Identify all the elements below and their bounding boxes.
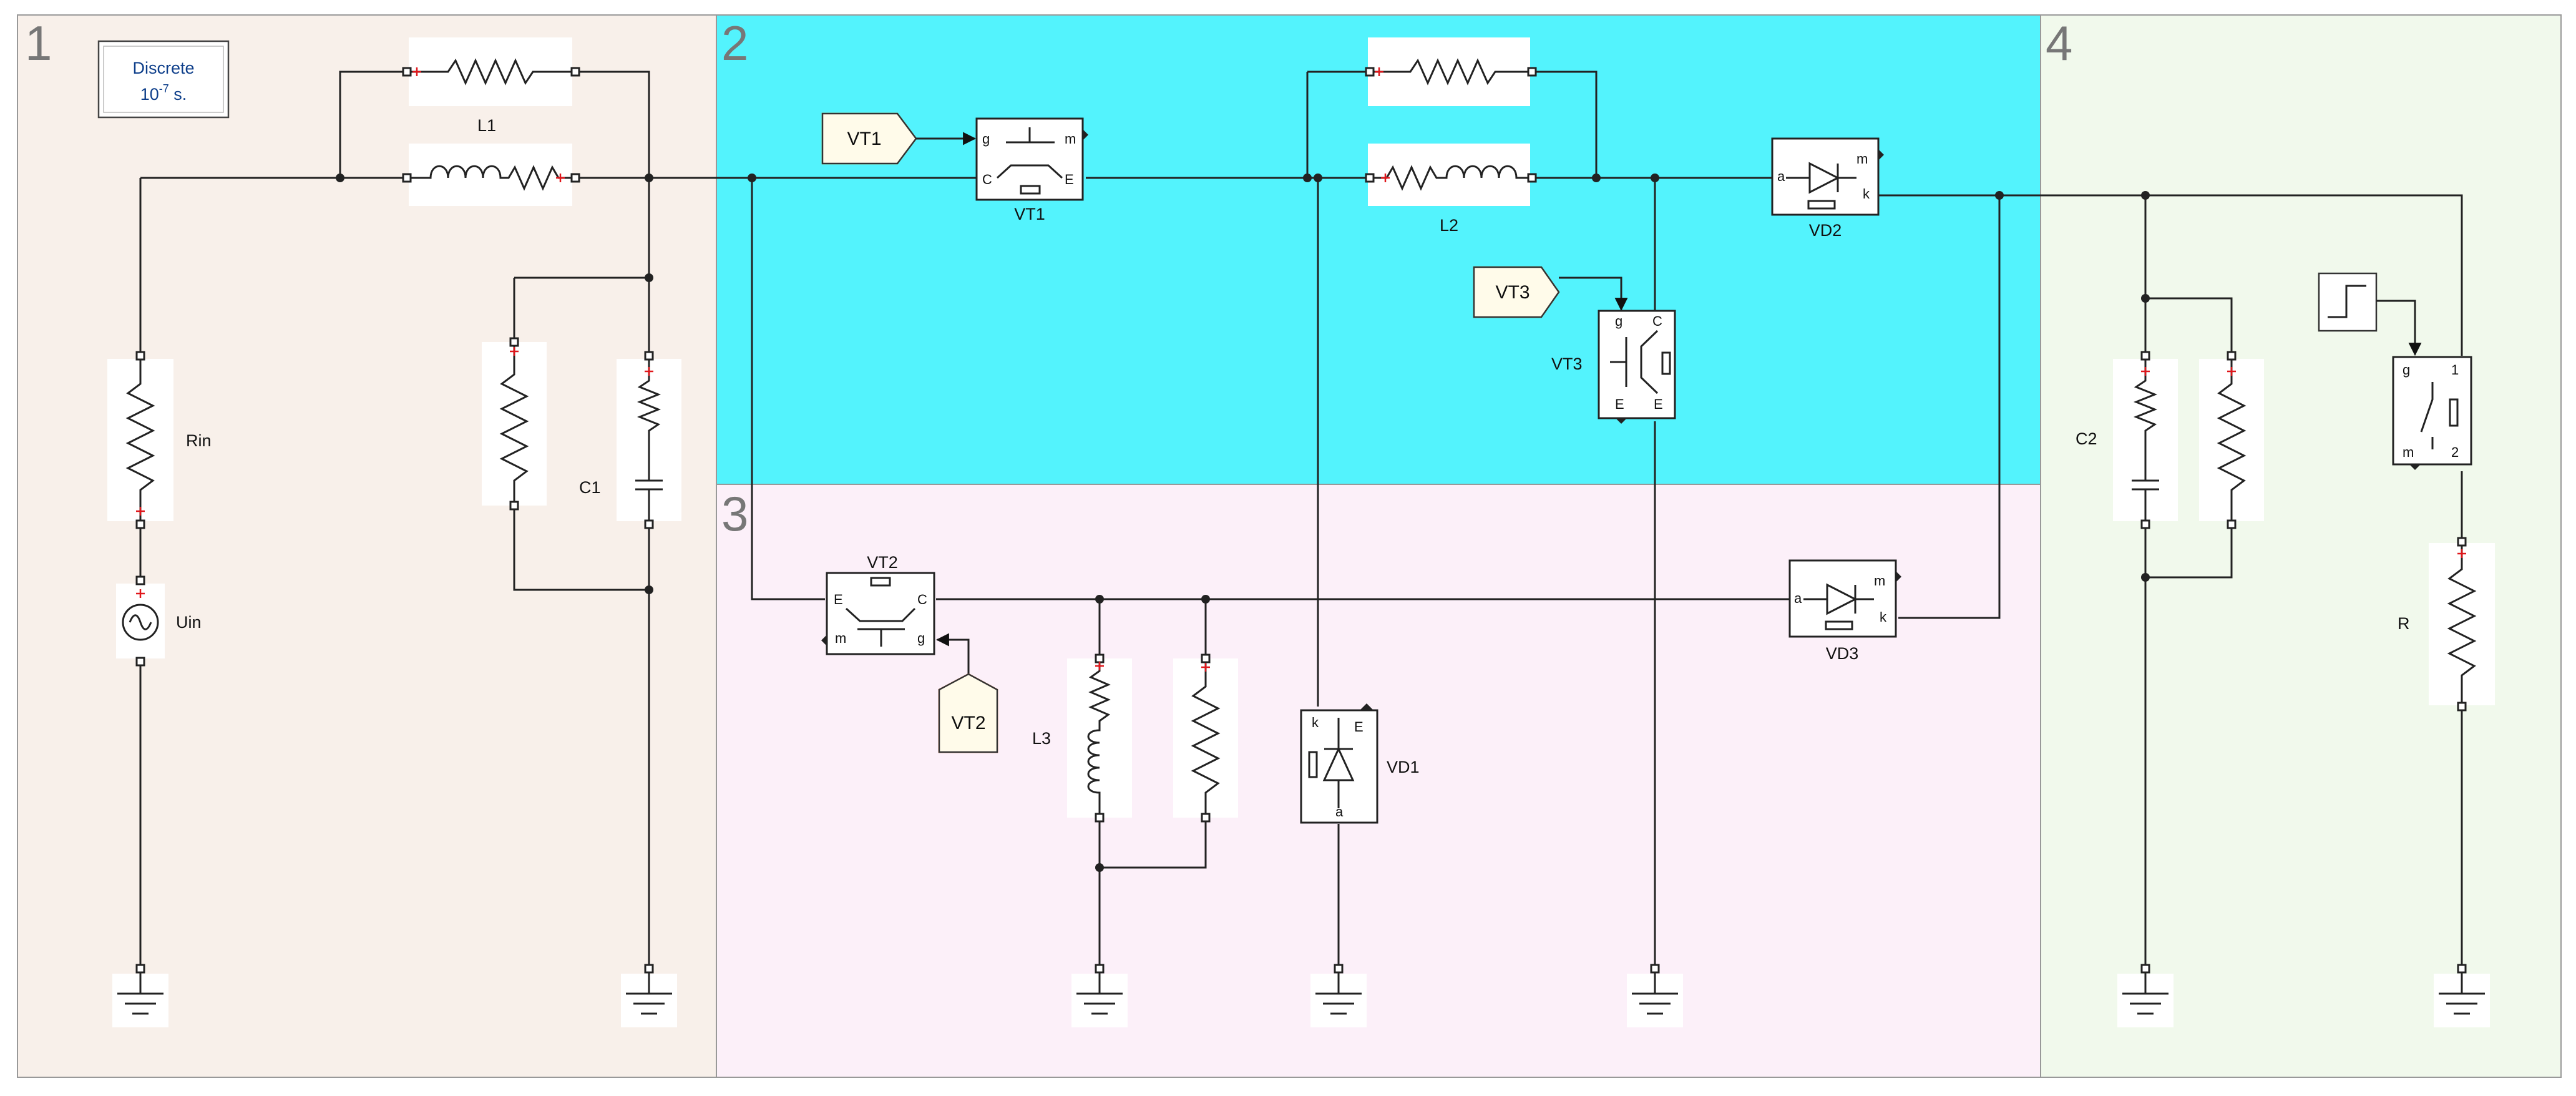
vt3-goto-tag[interactable]: VT3 <box>1473 266 1560 318</box>
vt3-label: VT3 <box>1551 355 1583 373</box>
powergui-step-unit: s. <box>169 85 187 104</box>
vt2-pin-c: C <box>917 592 927 607</box>
ground-symbols <box>112 964 2490 1027</box>
vd1-pin-a: a <box>1335 804 1344 820</box>
vd1-diode[interactable]: k E a <box>1300 703 1378 824</box>
vd2-diode[interactable]: a m k <box>1771 137 1884 216</box>
vd2-pin-m: m <box>1856 151 1868 167</box>
vt2-goto-label: VT2 <box>951 713 985 733</box>
zone-1-area <box>17 14 717 1078</box>
step-source[interactable] <box>2318 272 2378 332</box>
breaker-pin-m: m <box>2403 444 2414 460</box>
junctions <box>336 174 2150 872</box>
vd2-pin-a: a <box>1777 169 1785 184</box>
vt1-label: VT1 <box>1014 205 1045 223</box>
zone-1-number: 1 <box>25 16 52 71</box>
vt2-pin-e: E <box>834 592 843 607</box>
vd3-pin-k: k <box>1880 609 1887 625</box>
l3-resistor[interactable] <box>1173 653 1238 823</box>
vt1-pin-e: E <box>1065 172 1074 187</box>
breaker-switch[interactable]: g 1 m 2 <box>2392 356 2472 470</box>
breaker-pin-g: g <box>2403 362 2410 378</box>
l1-block[interactable]: L1 <box>402 37 580 206</box>
vd3-label: VD3 <box>1826 644 1859 663</box>
vd1-pin-k: k <box>1312 715 1319 730</box>
powergui-block[interactable]: Discrete 10-7 s. <box>97 40 230 119</box>
uin-label: Uin <box>176 613 202 632</box>
uin-source[interactable]: Uin <box>116 575 202 667</box>
breaker-pin-1: 1 <box>2451 362 2459 378</box>
vd3-pin-m: m <box>1874 573 1885 589</box>
vd3-pin-a: a <box>1794 590 1802 606</box>
ground-vt3-icon <box>1627 964 1683 1027</box>
zone-2-number: 2 <box>721 16 748 71</box>
l1-label: L1 <box>477 116 496 135</box>
powergui-mode: Discrete <box>132 59 194 77</box>
vt3-pin-c: C <box>1652 313 1662 329</box>
wires <box>139 71 2463 969</box>
l2-label: L2 <box>1440 216 1458 235</box>
vt2-pin-g: g <box>917 630 925 646</box>
vd2-label: VD2 <box>1809 221 1842 240</box>
breaker-pin-2: 2 <box>2451 444 2459 460</box>
l2-block[interactable]: L2 <box>1365 37 1537 235</box>
r-label: R <box>2398 614 2410 633</box>
vt3-pin-e: E <box>1615 396 1624 412</box>
ground-r-icon <box>2434 964 2490 1027</box>
vt3-pin-m: E <box>1654 396 1663 412</box>
c2-resistor[interactable] <box>2199 351 2264 529</box>
l3-label: L3 <box>1032 729 1051 748</box>
c1-label: C1 <box>579 478 601 497</box>
vt1-goto-tag[interactable]: VT1 <box>821 112 917 165</box>
vt2-pin-m: m <box>835 630 846 646</box>
vt3-igbt[interactable]: g C E E <box>1598 310 1676 424</box>
vd2-pin-k: k <box>1863 186 1870 202</box>
ground-vd1-icon <box>1310 964 1367 1027</box>
vt2-label: VT2 <box>867 553 898 572</box>
vt1-goto-label: VT1 <box>847 129 881 149</box>
c2-block[interactable]: C2 <box>2076 351 2178 529</box>
ground-c1-icon <box>621 964 677 1027</box>
vt1-pin-g: g <box>982 131 990 147</box>
vt2-goto-tag[interactable]: VT2 <box>938 673 998 753</box>
powergui-step-base: 10 <box>140 85 159 104</box>
vd1-pin-m: E <box>1354 719 1364 735</box>
c2-label: C2 <box>2076 429 2097 448</box>
c1-resistor[interactable] <box>482 337 547 511</box>
vt1-igbt[interactable]: g m C E <box>975 117 1088 201</box>
ground-l3-icon <box>1071 964 1128 1027</box>
vt1-pin-c: C <box>982 172 992 187</box>
vt2-igbt[interactable]: E C m g <box>821 572 935 655</box>
r-load[interactable]: R <box>2398 537 2495 712</box>
powergui-step-exponent: -7 <box>159 82 169 95</box>
zone-4-number: 4 <box>2046 16 2072 71</box>
rin-block[interactable]: Rin <box>107 351 212 529</box>
vt3-goto-label: VT3 <box>1495 282 1530 303</box>
vd1-label: VD1 <box>1387 758 1420 776</box>
zone-1: 1 <box>17 14 717 1078</box>
zone-3-number: 3 <box>721 486 748 541</box>
powergui-step: 10-7 s. <box>140 82 187 104</box>
rin-label: Rin <box>186 431 212 450</box>
ground-c2-icon <box>2117 964 2174 1027</box>
vt3-pin-g: g <box>1615 313 1622 329</box>
vt1-pin-m: m <box>1065 131 1076 147</box>
vd3-diode[interactable]: a m k <box>1788 559 1901 638</box>
ground-uin-icon <box>112 964 168 1027</box>
c1-block[interactable]: C1 <box>579 351 681 529</box>
l3-block[interactable]: L3 <box>1032 653 1132 823</box>
